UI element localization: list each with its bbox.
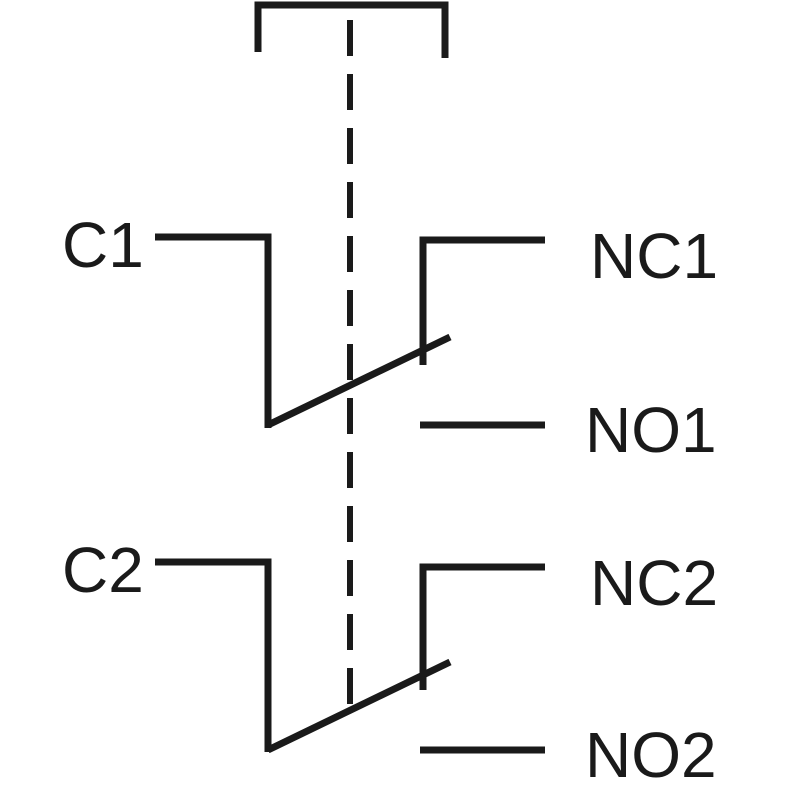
label-nc2: NC2 xyxy=(590,547,718,619)
normally-closed-2-contact xyxy=(419,563,545,690)
label-no1: NO1 xyxy=(585,394,717,466)
label-c2: C2 xyxy=(62,534,144,606)
normally-closed-1-contact xyxy=(419,236,545,365)
common-1-wire xyxy=(155,233,272,428)
label-c1: C1 xyxy=(62,209,144,281)
label-no2: NO2 xyxy=(585,719,717,791)
common-2-wire xyxy=(155,558,272,752)
pushbutton-actuator xyxy=(254,1,449,58)
label-nc1: NC1 xyxy=(590,220,718,292)
